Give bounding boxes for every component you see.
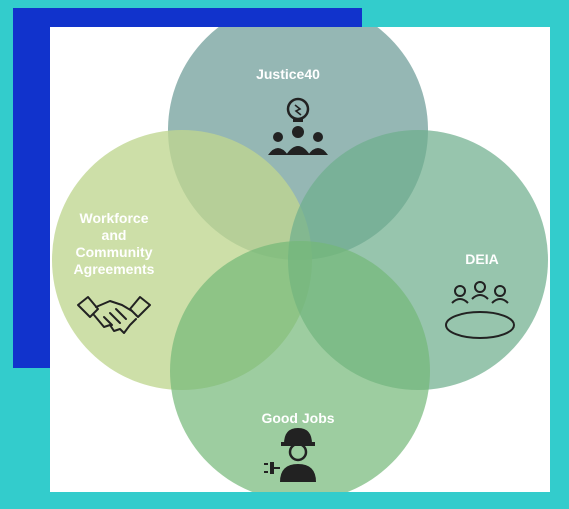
lightbulb-people-icon [268, 97, 328, 155]
circle-good-jobs [170, 241, 430, 492]
worker-hardhat-icon [264, 428, 316, 482]
label-workforce-line-3: Community [76, 244, 153, 260]
handshake-icon [77, 296, 151, 334]
label-workforce-line-4: Agreements [74, 261, 155, 277]
label-deia: DEIA [465, 251, 498, 267]
venn-diagram: Justice40 Workforce and Community Agreem… [52, 27, 548, 492]
label-workforce-line-2: and [102, 227, 127, 243]
label-justice40: Justice40 [256, 66, 320, 82]
label-good-jobs: Good Jobs [261, 410, 334, 426]
label-workforce-line-1: Workforce [80, 210, 149, 226]
meeting-table-icon [445, 281, 515, 339]
venn-diagram-card: Justice40 Workforce and Community Agreem… [50, 27, 550, 492]
background-teal-bottom-left [0, 368, 50, 509]
label-workforce: Workforce and Community Agreements [74, 210, 155, 277]
background-teal-top [0, 0, 569, 8]
